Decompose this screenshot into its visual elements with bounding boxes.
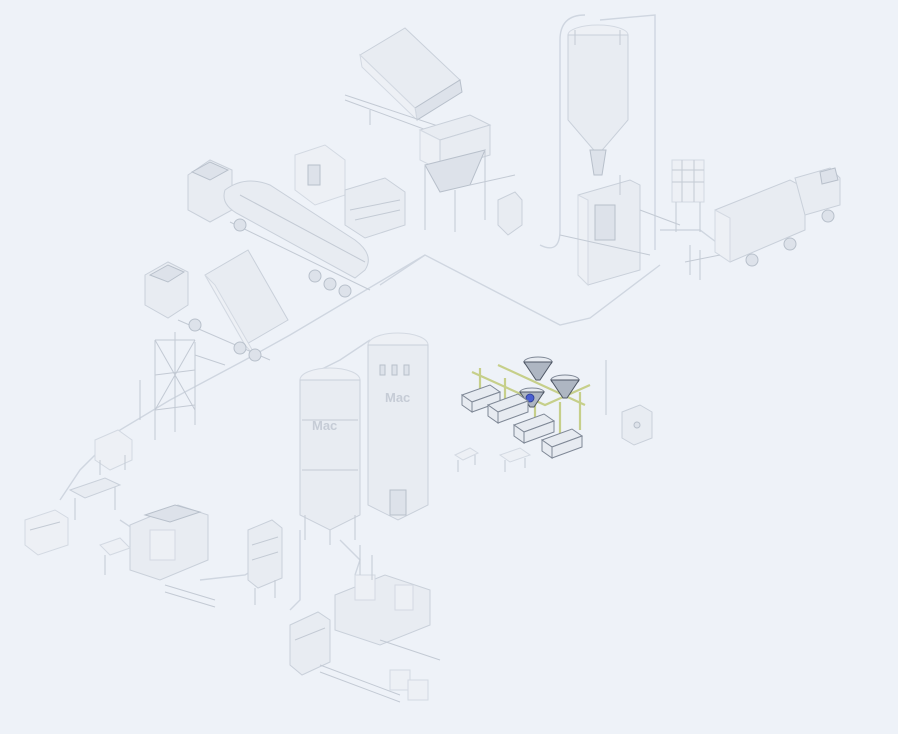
mixer-box-3 <box>512 413 556 444</box>
silo-left-label: Mac <box>312 418 337 433</box>
stool <box>498 447 532 463</box>
hopper-1 <box>523 356 553 381</box>
bagging-machine <box>289 611 429 703</box>
pneumatic-conveying-unit <box>294 144 406 239</box>
conveyor-line <box>24 477 122 556</box>
side-table <box>453 447 480 461</box>
mixer-box-2 <box>486 393 530 424</box>
palletizer <box>99 504 216 608</box>
highlighted-dosing-module <box>453 356 591 472</box>
storage-silo-top <box>567 24 629 176</box>
silo-left: Mac <box>299 367 361 545</box>
silo-right: Mac <box>367 332 429 521</box>
bag-tipper-machine <box>344 27 463 136</box>
tanker-truck <box>187 159 371 298</box>
box-truck <box>714 167 841 267</box>
tipper-truck <box>144 249 289 362</box>
mixer-box-4 <box>540 428 584 459</box>
valve-icon <box>525 393 535 403</box>
steel-frame-structure <box>139 332 226 440</box>
bag-dump-station <box>94 429 133 475</box>
unloading-station <box>684 245 721 280</box>
dust-filter-unit <box>247 519 283 605</box>
bigbag-filling-line <box>334 545 441 661</box>
sampling-cabinet <box>621 404 653 446</box>
hopper-2 <box>550 374 580 399</box>
central-mixer-unit <box>559 175 681 287</box>
dosing-hopper-structure <box>418 114 523 236</box>
filter-tower <box>671 159 705 232</box>
silo-right-label: Mac <box>385 390 410 405</box>
